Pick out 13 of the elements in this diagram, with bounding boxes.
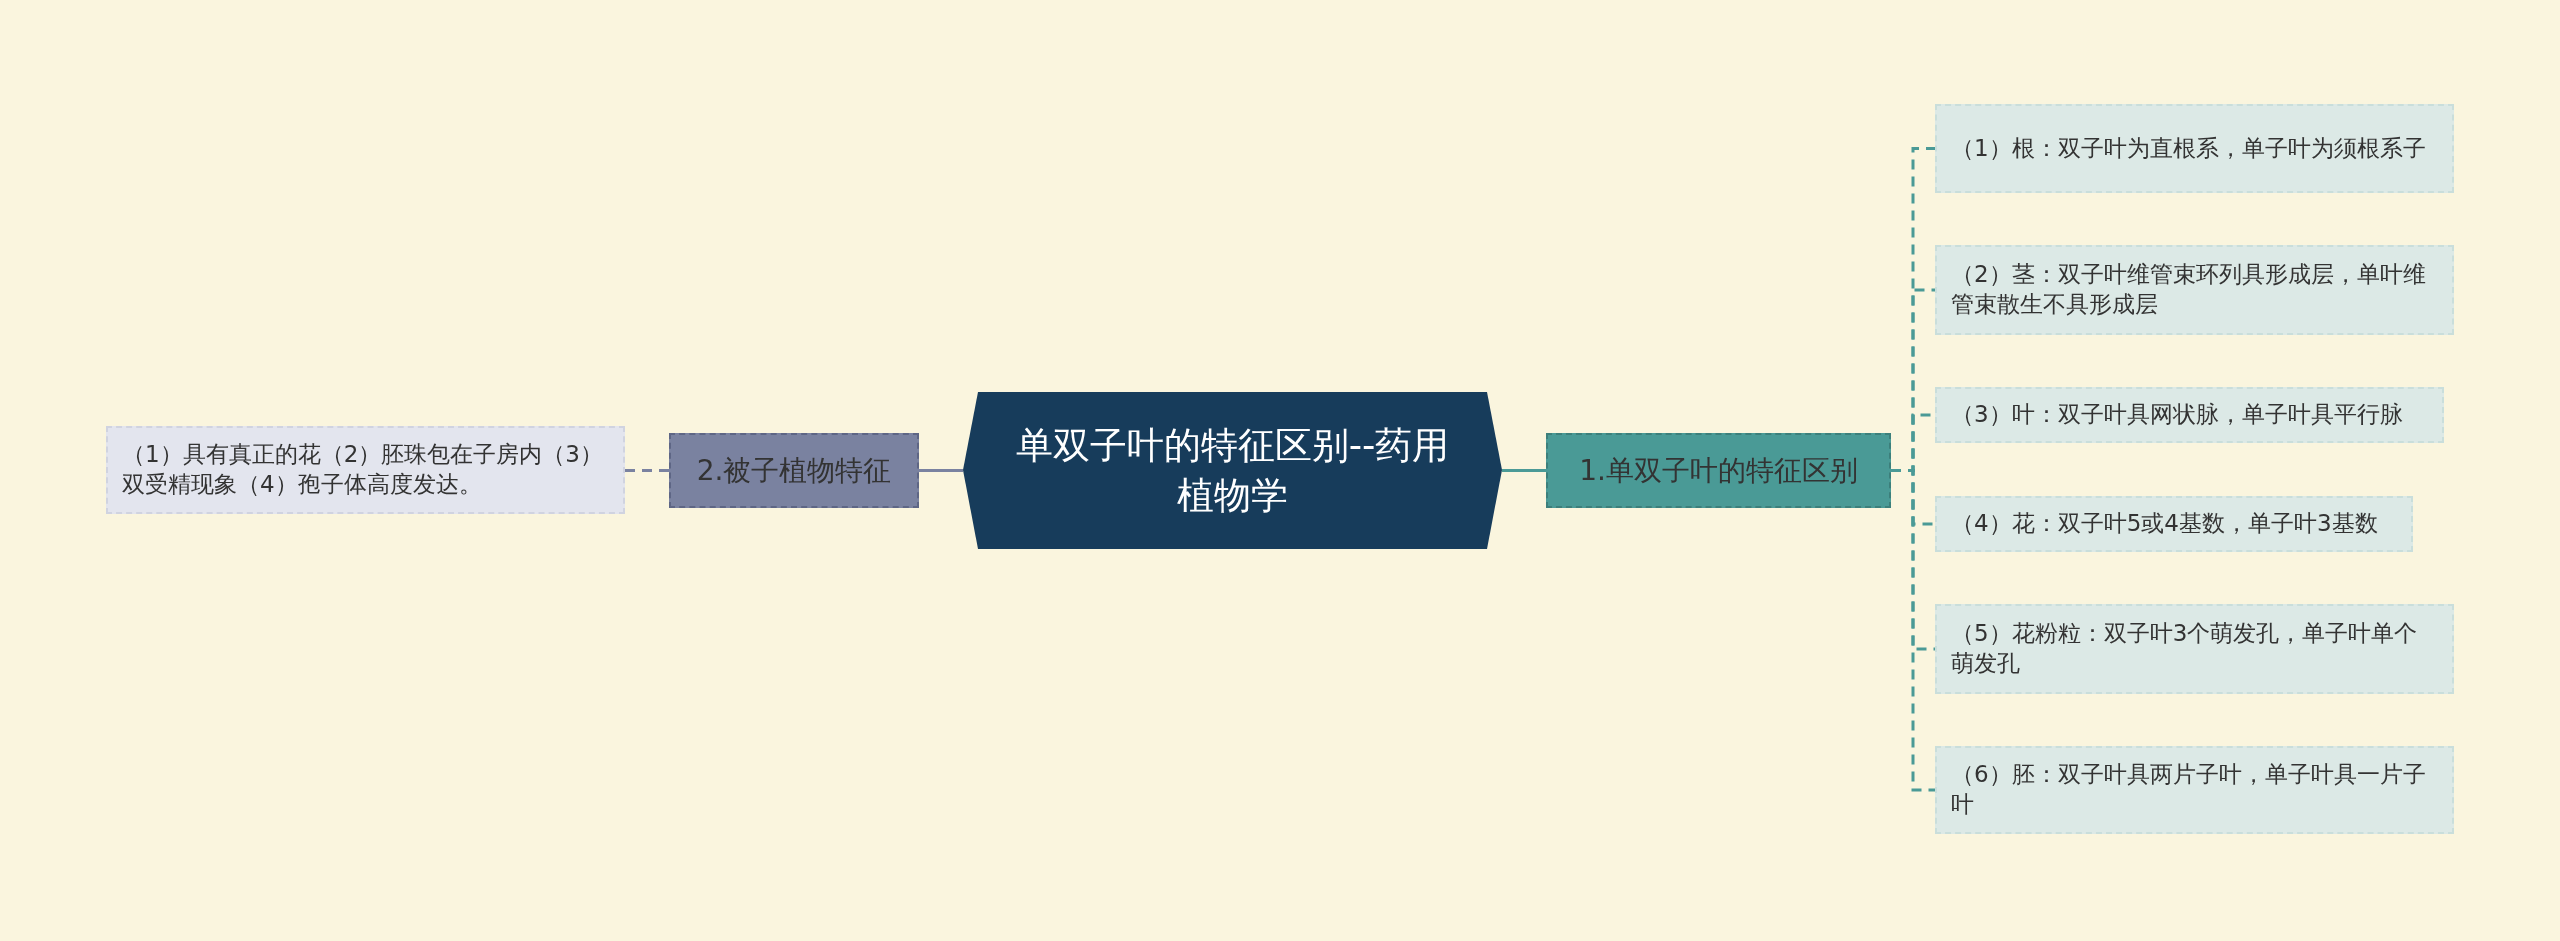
topic-box: （5）花粉粒：双子叶3个萌发孔，单子叶单个萌发孔 xyxy=(1935,604,2454,694)
topic-box: （2）茎：双子叶维管束环列具形成层，单叶维管束散生不具形成层 xyxy=(1935,245,2454,335)
topic-box: （6）胚：双子叶具两片子叶，单子叶具一片子叶 xyxy=(1935,746,2454,834)
connector-line xyxy=(919,469,963,472)
connector-line xyxy=(625,469,669,472)
topic-box: （1）具有真正的花（2）胚珠包在子房内（3）双受精现象（4）孢子体高度发达。 xyxy=(106,426,625,514)
topic-box: （4）花：双子叶5或4基数，单子叶3基数 xyxy=(1935,496,2413,552)
branch-box: 1.单双子叶的特征区别 xyxy=(1546,433,1891,508)
topic-box: （1）根：双子叶为直根系，单子叶为须根系子 xyxy=(1935,104,2454,193)
connector-line xyxy=(1891,469,1935,792)
connector-line xyxy=(1502,469,1546,472)
branch-box: 2.被子植物特征 xyxy=(669,433,919,508)
topic-box: （3）叶：双子叶具网状脉，单子叶具平行脉 xyxy=(1935,387,2444,443)
